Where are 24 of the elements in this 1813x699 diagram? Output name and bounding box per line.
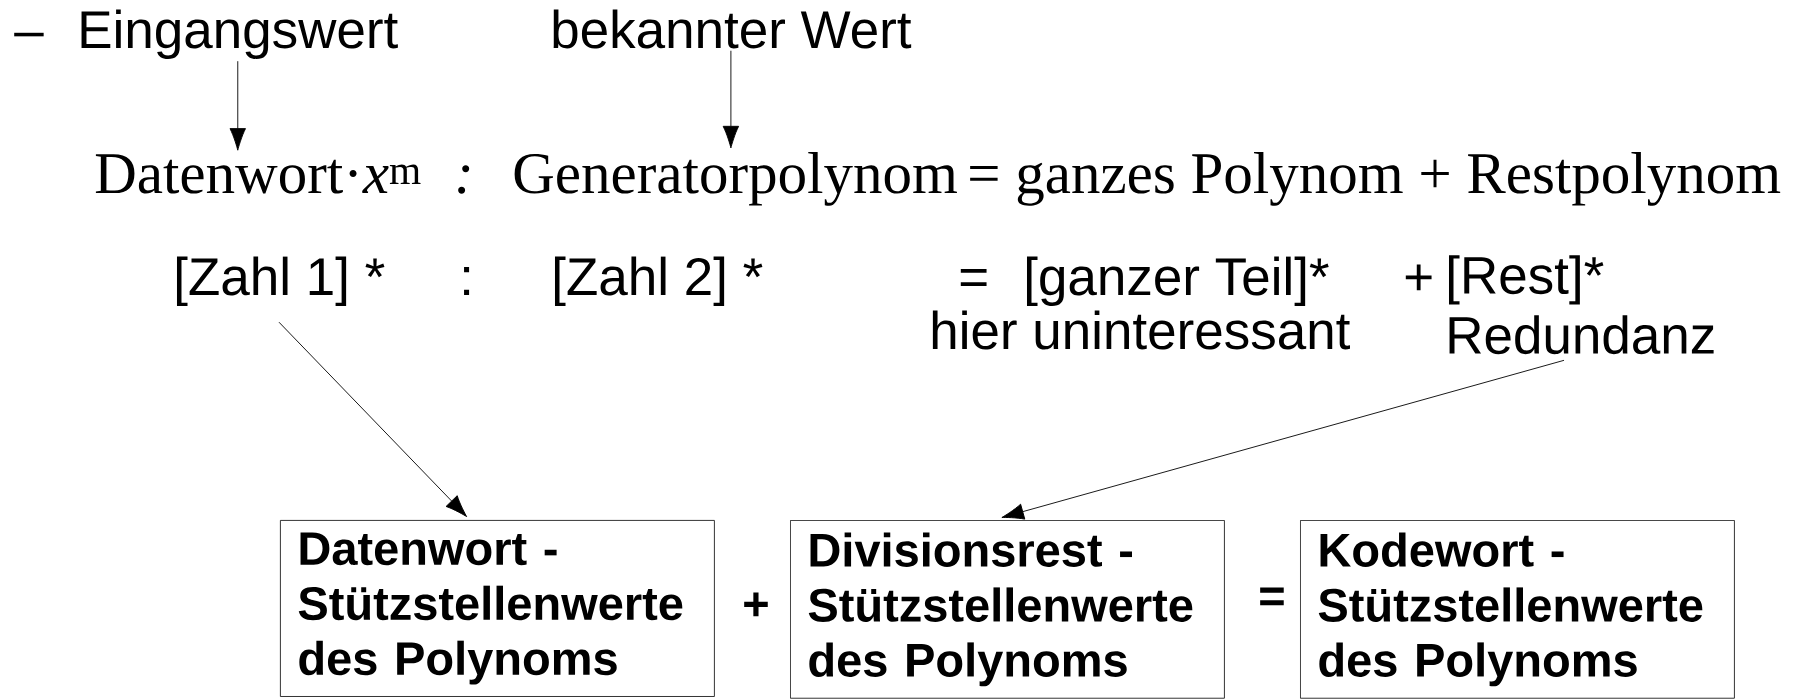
text-label: Eingangswert [81,9,398,59]
arrow [722,50,740,149]
text-label: [Rest]* Redundanz [1449,255,1714,355]
process-box: Divisionsrest - Stützstellenwerte des Polynoms [790,520,1225,699]
operator-symbol: : [464,267,470,295]
term-label: Datenwort·x$^{m}$ [95,154,421,194]
process-box: Datenwort - Stützstellenwerte des Polynoms [280,520,715,697]
term-label: Generatorpolynom [514,152,957,206]
operator-symbol: = [960,269,987,287]
text-label: hier uninteressant [932,310,1350,350]
text-label: [ganzer Teil]* [1027,256,1329,306]
operator-symbol: + [744,592,768,617]
process-box: Kodewort - Stützstellenwerte des Polynoms [1300,520,1735,699]
text-label: [Zahl 1] * [177,256,385,306]
text-label: bekannter Wert [553,9,912,49]
operator-symbol: = [1260,587,1284,606]
operator-symbol: : [458,165,470,194]
operator-symbol: – [14,32,44,37]
text-label: [Zahl 2] * [555,256,763,306]
arrow [1001,359,1565,520]
arrow [278,321,468,518]
arrow [229,60,246,151]
equation-text: = ganzes Polynom + Restpolynom [970,152,1781,206]
operator-symbol: + [1405,264,1432,291]
